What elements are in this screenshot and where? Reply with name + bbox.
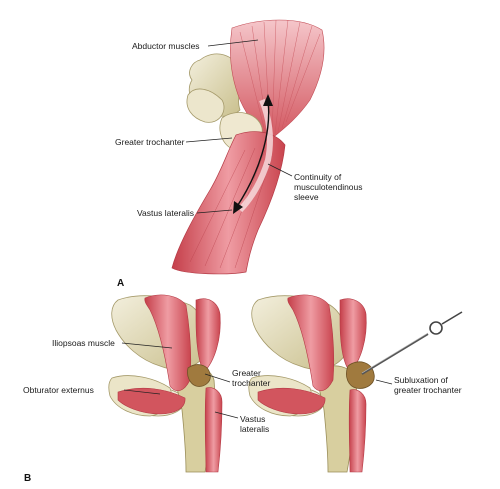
panel-letter-b: B	[24, 473, 32, 484]
iliopsoas-left	[144, 294, 192, 392]
label-subluxation-line2: greater trochanter	[394, 385, 462, 395]
arrow-head-top	[263, 94, 273, 106]
label-vastus-line2: lateralis	[240, 424, 270, 434]
label-vastus-lateralis-a: Vastus lateralis	[137, 208, 195, 218]
label-subluxation-line1: Subluxation of	[394, 375, 448, 385]
panel-letter-a: A	[117, 278, 125, 289]
obturator-externus-right	[257, 387, 326, 415]
panel-a-illustration	[171, 19, 325, 275]
label-obturator-externus: Obturator externus	[23, 385, 94, 395]
vastus-lateralis-left	[204, 387, 223, 473]
gluteus-left	[195, 298, 221, 373]
label-greater-line2: trochanter	[232, 378, 271, 388]
retractor-ring	[429, 321, 443, 335]
retractor-handle	[441, 311, 463, 325]
greater-trochanter-b-left	[187, 364, 211, 387]
obturator-externus-left	[117, 387, 186, 415]
panel-b-right-illustration	[248, 294, 463, 473]
label-greater-line1: Greater	[232, 368, 261, 378]
leader-lines-b-right	[375, 379, 393, 385]
label-vastus-line1: Vastus	[240, 414, 266, 424]
abductor-fan	[230, 19, 325, 141]
gluteus-right	[339, 298, 367, 373]
label-greater-trochanter-a: Greater trochanter	[115, 137, 185, 147]
panel-b-left-illustration	[108, 294, 239, 473]
pelvis-ridge-a	[186, 88, 225, 123]
label-continuity-line1: Continuity of	[294, 172, 342, 182]
label-abductor-muscles: Abductor muscles	[132, 41, 200, 51]
subluxed-trochanter	[346, 361, 375, 389]
retractor-shaft	[361, 333, 429, 375]
retractor-shaft-highlight	[361, 332, 429, 374]
vastus-lateralis-right	[348, 389, 367, 473]
arrow-head-bottom	[233, 201, 243, 214]
leader-lines-b-left	[121, 342, 239, 419]
tendon-sleeve	[237, 98, 273, 213]
leader-lines-a	[185, 39, 293, 214]
label-continuity-line2: musculotendinous	[294, 182, 363, 192]
label-continuity-line3: sleeve	[294, 192, 319, 202]
continuity-arrow	[235, 99, 270, 209]
label-iliopsoas-muscle: Iliopsoas muscle	[52, 338, 115, 348]
iliopsoas-right	[287, 294, 335, 392]
